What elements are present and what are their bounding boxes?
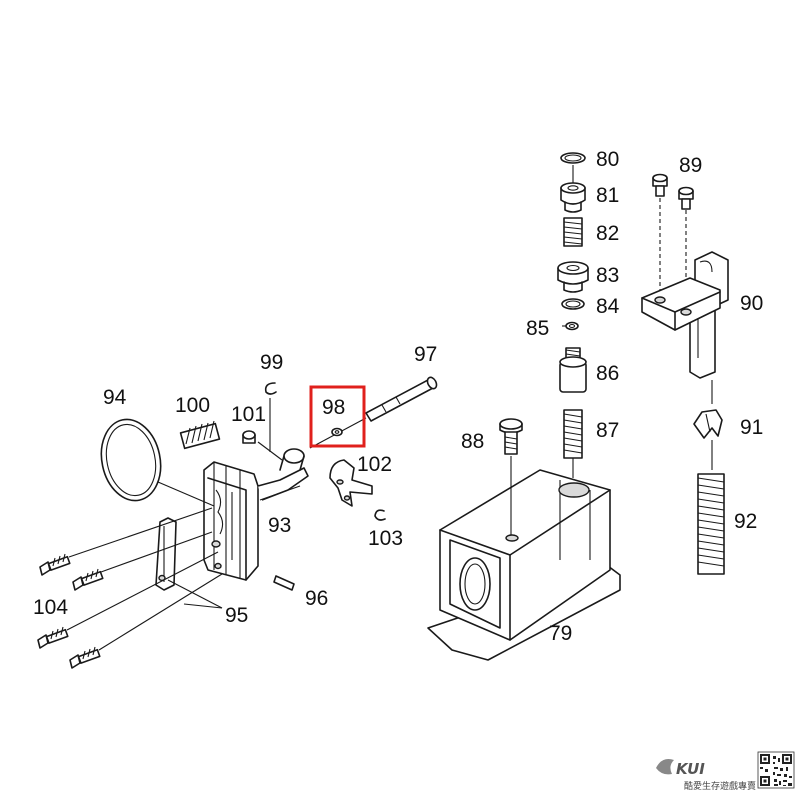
part-100-spring — [179, 420, 221, 450]
callout-labels: 80 81 82 83 84 85 86 87 88 89 90 91 92 7… — [33, 148, 763, 645]
part-89-screws — [652, 173, 694, 210]
part-94-oring — [100, 418, 162, 502]
part-80-oring — [560, 152, 586, 164]
part-86-valve-body — [559, 347, 587, 393]
part-104-screws — [37, 553, 104, 669]
part-92-spring — [697, 473, 725, 575]
label-87: 87 — [596, 419, 619, 442]
part-79-magazine-body — [427, 469, 621, 661]
part-97-rod — [365, 376, 438, 422]
label-102: 102 — [357, 453, 392, 476]
part-103-eclip — [374, 509, 386, 521]
part-88-screw — [499, 418, 523, 455]
label-80: 80 — [596, 148, 619, 171]
label-103: 103 — [368, 527, 403, 550]
label-94: 94 — [103, 386, 127, 409]
part-95-slide-lever — [155, 517, 177, 591]
label-83: 83 — [596, 264, 619, 287]
part-99-eclip — [264, 382, 277, 395]
label-82: 82 — [596, 222, 619, 245]
part-93-trigger-housing — [203, 448, 309, 581]
part-83-valve-seat — [557, 261, 589, 293]
label-101: 101 — [231, 403, 266, 426]
label-86: 86 — [596, 362, 619, 385]
label-93: 93 — [268, 514, 291, 537]
label-90: 90 — [740, 292, 763, 315]
highlight-box-98 — [309, 385, 366, 448]
part-85-washer — [565, 321, 579, 331]
part-91-catch — [693, 409, 723, 439]
label-92: 92 — [734, 510, 757, 533]
label-104: 104 — [33, 596, 68, 619]
brand-watermark: KUI 酷愛生存遊戲專賣 — [656, 751, 795, 792]
label-leaders — [167, 325, 566, 609]
label-88: 88 — [461, 430, 484, 453]
brand-tagline: 酷愛生存遊戲專賣 — [684, 780, 756, 792]
label-89: 89 — [679, 154, 702, 177]
part-102-lever — [329, 459, 373, 507]
part-87-spring — [563, 409, 583, 459]
part-90-latch-plate — [641, 251, 729, 379]
label-95: 95 — [225, 604, 248, 627]
label-85: 85 — [526, 317, 549, 340]
part-84-oring — [561, 298, 585, 310]
label-97: 97 — [414, 343, 437, 366]
label-100: 100 — [175, 394, 210, 417]
label-91: 91 — [740, 416, 763, 439]
part-98-washer — [331, 427, 343, 437]
label-81: 81 — [596, 184, 619, 207]
leader-lines-104 — [66, 481, 223, 651]
part-82-spring-small — [563, 217, 583, 247]
label-96: 96 — [305, 587, 328, 610]
part-96-pin — [273, 575, 295, 591]
logo-text: KUI — [676, 760, 705, 778]
label-84: 84 — [596, 295, 620, 318]
part-81-valve-cap — [560, 182, 586, 213]
kui-logo-icon: KUI — [656, 759, 705, 778]
label-98: 98 — [322, 396, 345, 419]
label-79: 79 — [549, 622, 572, 645]
qr-code-icon — [757, 751, 795, 789]
label-99: 99 — [260, 351, 283, 374]
part-101-pin — [242, 430, 256, 444]
